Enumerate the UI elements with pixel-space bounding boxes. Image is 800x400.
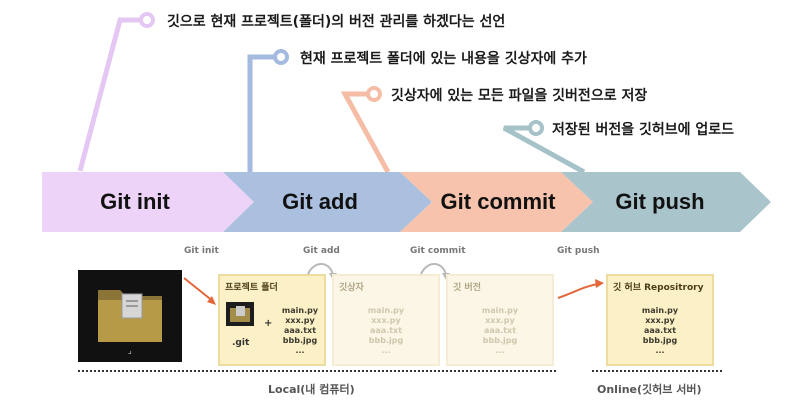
mini-folder-icon [226,302,254,326]
caption-git-init: Git init [184,246,219,256]
callout-commit: 깃상자에 있는 모든 파일을 깃버전으로 저장 [391,88,648,104]
online-region-line [592,370,722,372]
init-orange-arrowhead [207,296,216,305]
init-connector-line [77,17,142,172]
callout-add: 현재 프로젝트 폴더에 있는 내용을 깃상자에 추가 [300,51,587,67]
online-region-label: Online(깃허브 서버) [597,383,702,396]
caption-git-add: Git add [303,246,340,256]
add-connector-line [247,54,274,172]
push-orange-arrow [557,283,599,299]
stage-commit-label: Git commit [440,189,556,214]
push-orange-arrowhead [595,279,604,288]
stage-init-label: Git init [100,189,170,214]
orange-arrows [183,277,604,305]
callout-init: 깃으로 현재 프로젝트(폴더)의 버전 관리를 하겠다는 선언 [167,14,506,30]
project-folder-title: 프로젝트 폴더 [225,283,278,293]
callout-connectors [77,12,586,175]
remote-repo-box: 깃 허브 Repositrory main.py xxx.py aaa.txt … [606,274,714,366]
project-folder-box: 프로젝트 폴더 .git + main.py xxx.py aaa.txt bb… [218,274,326,366]
stage-commit-shape [400,172,593,232]
commit-curved-arrow [419,263,447,278]
plus-sign: + [264,318,273,329]
version-file-list: main.py xxx.py aaa.txt bbb.jpg ... [481,306,519,355]
push-connector-line [502,125,586,175]
caption-git-push: Git push [557,246,600,256]
stage-push-label: Git push [615,189,705,214]
commit-connector-line [340,91,391,174]
stage-add-shape [223,172,432,232]
stage-push-shape [561,172,771,232]
git-dir-label: .git [232,338,250,348]
add-curved-arrow [306,263,334,278]
caption-git-commit: Git commit [410,246,466,256]
callout-push: 저장된 버전을 깃허브에 업로드 [552,122,735,138]
add-connector-circle [273,49,289,65]
stage-init-shape [42,172,254,232]
remote-repo-title: 깃 허브 Repositrory [613,283,704,293]
staging-box: 깃상자 main.py xxx.py aaa.txt bbb.jpg ... [332,274,440,366]
local-region-label: Local(내 컴퓨터) [268,383,355,396]
folder-panel: ⌟ [78,270,182,362]
version-title: 깃 버전 [453,283,481,293]
push-connector-circle [528,120,544,136]
init-orange-arrow [183,277,215,303]
version-box: 깃 버전 main.py xxx.py aaa.txt bbb.jpg ... [446,274,554,366]
stage-banner [42,172,771,232]
staging-file-list: main.py xxx.py aaa.txt bbb.jpg ... [367,306,405,355]
folder-caption: ⌟ [128,346,132,355]
stage-add-label: Git add [282,189,358,214]
staging-title: 깃상자 [339,283,364,293]
folder-icon [98,290,162,342]
remote-file-list: main.py xxx.py aaa.txt bbb.jpg ... [641,306,679,355]
commit-connector-circle [366,86,382,102]
project-file-list: main.py xxx.py aaa.txt bbb.jpg ... [281,306,319,355]
init-connector-circle [139,12,155,28]
local-region-line [78,370,556,372]
